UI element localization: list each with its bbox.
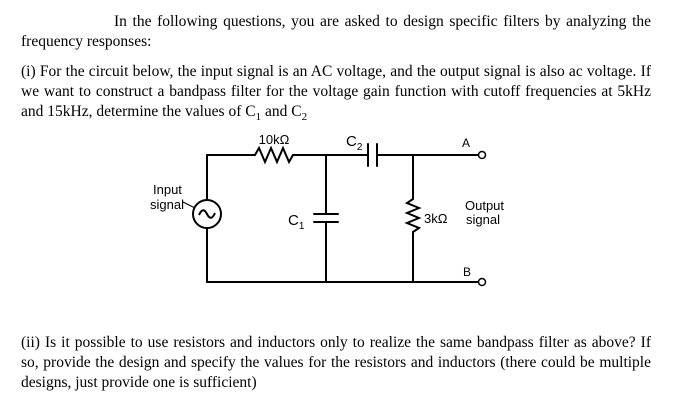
input-label-line1: Input — [153, 182, 182, 197]
resistor-3k-label: 3kΩ — [424, 211, 448, 226]
question-2-text: (ii) Is it possible to use resistors and… — [21, 334, 651, 391]
resistor-3k — [404, 198, 422, 233]
terminal-a — [477, 150, 487, 160]
intro-text: In the following questions, you are aske… — [21, 13, 651, 50]
input-label-line2: signal — [150, 197, 184, 212]
terminal-b — [477, 277, 487, 287]
question-1-text: (i) For the circuit below, the input sig… — [21, 63, 651, 124]
output-label-line1: Output — [465, 198, 504, 213]
output-label-line2: signal — [466, 212, 500, 227]
node-a-label: A — [462, 136, 470, 150]
ac-source-icon — [192, 199, 222, 229]
node-b-label: B — [463, 265, 471, 279]
c1-label: C1 — [288, 212, 305, 232]
input-pointer — [182, 201, 196, 209]
c2-label: C2 — [346, 133, 363, 153]
resistor-10k-label: 10kΩ — [259, 132, 290, 147]
resistor-10k — [254, 145, 294, 165]
